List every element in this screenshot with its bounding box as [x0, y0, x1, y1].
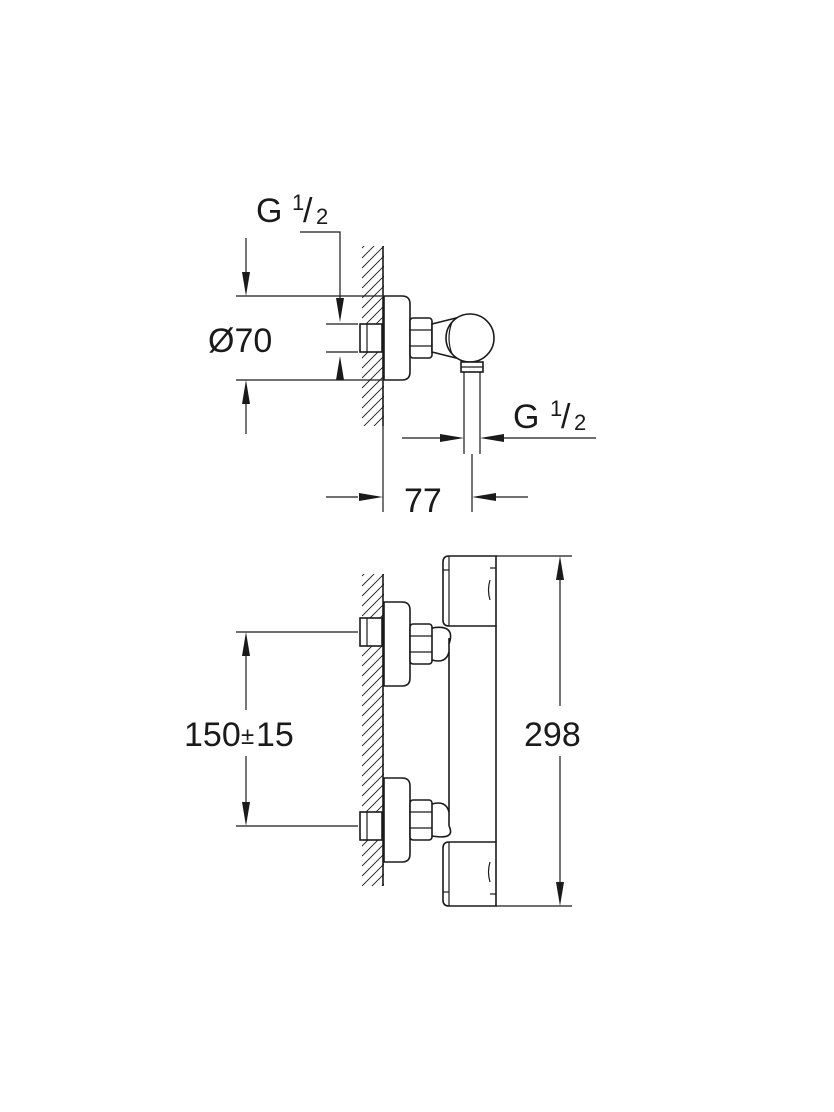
inlet-thread-slash: / — [303, 192, 313, 230]
connector-nut-top — [409, 317, 433, 359]
centers-plusminus: ± — [241, 723, 254, 750]
top-view: G 1 / 2 Ø70 G 1 / 2 77 — [208, 190, 596, 520]
wall-hatch-bottom — [362, 574, 384, 886]
height-label: 298 — [524, 716, 581, 754]
outlet-thread-slash: / — [561, 398, 571, 436]
height-dimension — [496, 555, 572, 907]
outlet-thread-g: G — [513, 398, 539, 436]
valve-body-top — [445, 313, 495, 363]
wall-rosette-top — [383, 295, 411, 381]
inlet-pipe-stub — [359, 323, 383, 353]
front-view: 150 ± 15 298 — [184, 555, 581, 907]
centers-tolerance: 15 — [256, 716, 294, 754]
upper-connection — [359, 601, 452, 687]
projection-label: 77 — [404, 482, 442, 520]
lower-connection — [359, 777, 452, 863]
inlet-thread-g: G — [256, 192, 282, 230]
diameter-dimension — [236, 238, 382, 434]
inlet-thread-dimension — [300, 231, 358, 380]
inlet-thread-den: 2 — [316, 204, 328, 229]
thermostat-body — [448, 626, 497, 842]
centers-value: 150 — [184, 716, 241, 754]
diameter-label: Ø70 — [208, 322, 272, 360]
outlet-thread-num: 1 — [550, 396, 562, 421]
outlet-thread-den: 2 — [574, 410, 586, 435]
projection-dimension — [326, 426, 528, 512]
centers-dimension — [236, 631, 358, 827]
inlet-thread-num: 1 — [292, 190, 304, 215]
outlet-thread-dimension — [402, 434, 596, 442]
